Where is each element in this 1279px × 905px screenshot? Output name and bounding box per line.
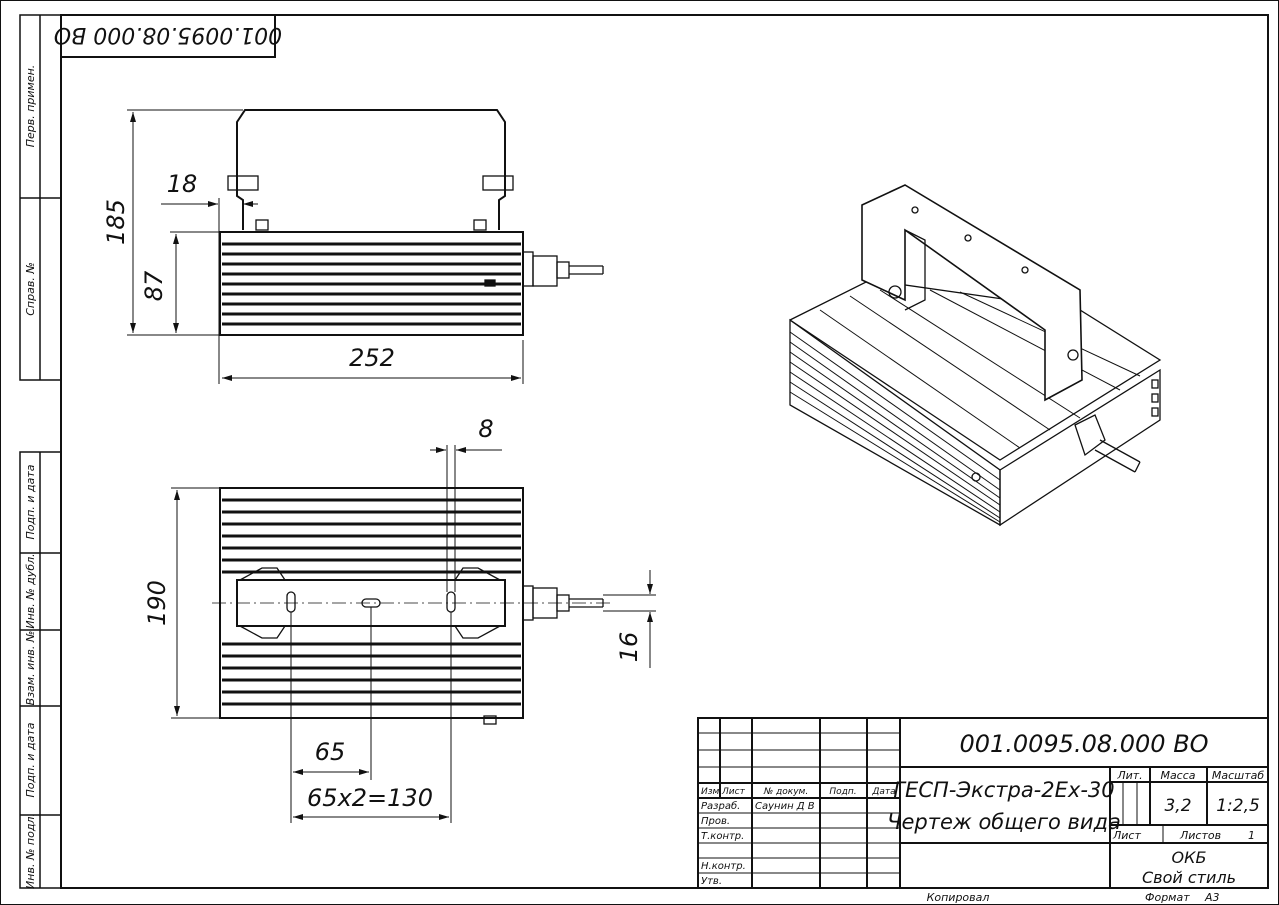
stamp-perv-primen: Перв. примен.: [24, 65, 37, 148]
tb-sheets: 1: [1248, 829, 1255, 842]
stamp-podp-data-1: Подп. и дата: [24, 464, 37, 539]
tb-mass-label: Масса: [1160, 769, 1195, 782]
isometric-view: [789, 184, 1162, 527]
dim-8: 8: [478, 415, 493, 443]
front-view: [219, 109, 604, 336]
stamp-podp-data-2: Подп. и дата: [24, 722, 37, 797]
dim-18: 18: [167, 170, 198, 198]
dim-16: 16: [615, 632, 643, 663]
tb-format: А3: [1204, 891, 1220, 904]
corner-stamp: 001.0095.08.000 ВО: [54, 14, 282, 58]
stamp-inv-podl: Инв. № подл.: [24, 813, 37, 889]
tb-org-1: ОКБ: [1172, 848, 1207, 867]
tb-role-approved: Утв.: [701, 876, 722, 887]
title-block-text: 001.0095.08.000 ВО Изм Лист № докум. Под…: [701, 730, 1264, 904]
stamp-inv-dubl: Инв. № дубл.: [24, 553, 37, 628]
tb-doc-type: Чертеж общего вида: [887, 810, 1121, 834]
tb-format-label: Формат: [1145, 891, 1190, 904]
tb-sheet-label: Лист: [1112, 829, 1141, 842]
tb-lit-label: Лит.: [1116, 769, 1142, 782]
top-dimensions: [171, 445, 656, 823]
tb-role-tcontrol: Т.контр.: [701, 831, 744, 842]
tb-developer-name: Саунин Д В: [755, 801, 815, 812]
dim-65x2: 65x2=130: [307, 784, 433, 812]
dim-65: 65: [315, 738, 346, 766]
tb-scale: 1:2,5: [1216, 796, 1260, 816]
tb-designation: 001.0095.08.000 ВО: [959, 730, 1208, 758]
tb-copied: Копировал: [927, 891, 990, 904]
dim-252: 252: [349, 344, 395, 372]
corner-stamp-text: 001.0095.08.000 ВО: [54, 22, 282, 47]
dim-87: 87: [140, 270, 168, 301]
tb-header-izm: Изм: [701, 787, 720, 797]
tb-header-list: Лист: [721, 787, 746, 797]
tb-header-date: Дата: [871, 787, 895, 797]
dim-185: 185: [102, 199, 130, 245]
tb-header-sign: Подп.: [829, 787, 856, 797]
tb-org-2: Свой стиль: [1142, 868, 1236, 887]
tb-sheets-label: Листов: [1179, 829, 1221, 842]
tb-role-developer: Разраб.: [701, 800, 740, 812]
title-block: [697, 717, 1269, 889]
dim-190: 190: [143, 580, 171, 626]
tb-product-name: ГЕСП-Экстра-2Ex-30: [893, 778, 1114, 802]
front-dimensions: [127, 109, 524, 384]
tb-header-doc: № докум.: [763, 787, 808, 797]
top-view: [212, 487, 612, 725]
stamp-sprav-no: Справ. №: [24, 262, 37, 316]
side-stamps: [19, 14, 62, 889]
tb-role-ncontrol: Н.контр.: [701, 861, 746, 872]
tb-role-checker: Пров.: [701, 816, 730, 827]
tb-mass: 3,2: [1164, 796, 1191, 816]
tb-scale-label: Масштаб: [1212, 769, 1264, 782]
stamp-vzam-inv: Взам. инв. №: [24, 631, 37, 706]
